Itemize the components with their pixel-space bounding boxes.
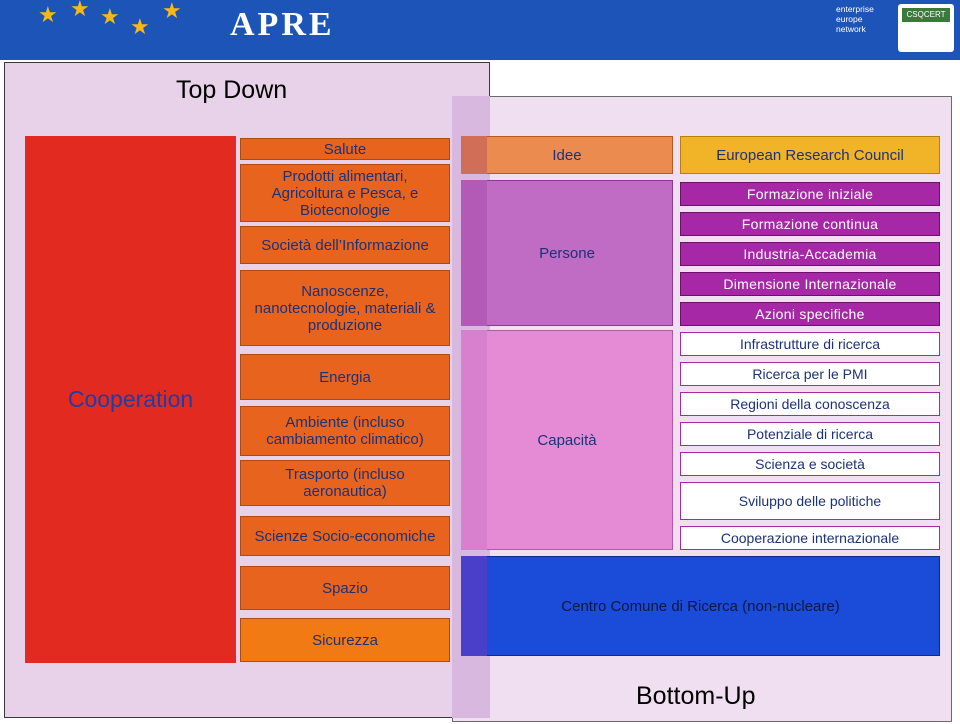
capacita-box: Capacità — [461, 330, 673, 550]
capacita-action: Ricerca per le PMI — [680, 362, 940, 386]
een-line: network — [836, 24, 866, 34]
theme-item: Spazio — [240, 566, 450, 610]
persone-action: Azioni specifiche — [680, 302, 940, 326]
bottom-up-label: Bottom-Up — [636, 682, 756, 710]
star-icon: ★ — [100, 4, 120, 29]
theme-item: Sicurezza — [240, 618, 450, 662]
capacita-action: Regioni della conoscenza — [680, 392, 940, 416]
top-down-label: Top Down — [176, 76, 288, 104]
header-banner: ★ ★ ★ ★ ★ APRE enterprise europe network… — [0, 0, 960, 60]
een-line: enterprise — [836, 4, 874, 14]
capacita-action: Sviluppo delle politiche — [680, 482, 940, 520]
enterprise-europe-network-logo: enterprise europe network — [836, 4, 890, 50]
theme-item: Trasporto (incluso aeronautica) — [240, 460, 450, 506]
theme-item: Società dell’Informazione — [240, 226, 450, 264]
theme-item: Ambiente (incluso cambiamento climatico) — [240, 406, 450, 456]
capacita-action: Infrastrutture di ricerca — [680, 332, 940, 356]
cert-label: CSQCERT — [902, 8, 950, 22]
theme-item: Salute — [240, 138, 450, 160]
theme-item: Scienze Socio-economiche — [240, 516, 450, 556]
idee-overlap-shade — [461, 136, 487, 174]
persone-overlap-shade — [461, 180, 487, 326]
capacita-action: Scienza e società — [680, 452, 940, 476]
persone-action: Formazione iniziale — [680, 182, 940, 206]
capacita-action: Cooperazione internazionale — [680, 526, 940, 550]
erc-box: European Research Council — [680, 136, 940, 174]
cooperation-block: Cooperation — [25, 136, 236, 663]
persone-action: Dimensione Internazionale — [680, 272, 940, 296]
theme-item: Nanoscenze, nanotecnologie, materiali & … — [240, 270, 450, 346]
star-icon: ★ — [70, 0, 90, 21]
persone-action: Formazione continua — [680, 212, 940, 236]
idee-box: Idee — [461, 136, 673, 174]
star-icon: ★ — [130, 14, 150, 39]
een-line: europe — [836, 14, 863, 24]
theme-item: Prodotti alimentari, Agricoltura e Pesca… — [240, 164, 450, 222]
theme-item: Energia — [240, 354, 450, 400]
jrc-overlap-shade — [461, 556, 487, 656]
certification-logo: CSQCERT — [898, 4, 954, 52]
capacita-overlap-shade — [461, 330, 487, 550]
star-icon: ★ — [162, 0, 182, 23]
jrc-box: Centro Comune di Ricerca (non-nucleare) — [461, 556, 940, 656]
capacita-action: Potenziale di ricerca — [680, 422, 940, 446]
persone-action: Industria-Accademia — [680, 242, 940, 266]
persone-box: Persone — [461, 180, 673, 326]
star-icon: ★ — [38, 2, 58, 27]
apre-logo: APRE — [230, 6, 335, 43]
